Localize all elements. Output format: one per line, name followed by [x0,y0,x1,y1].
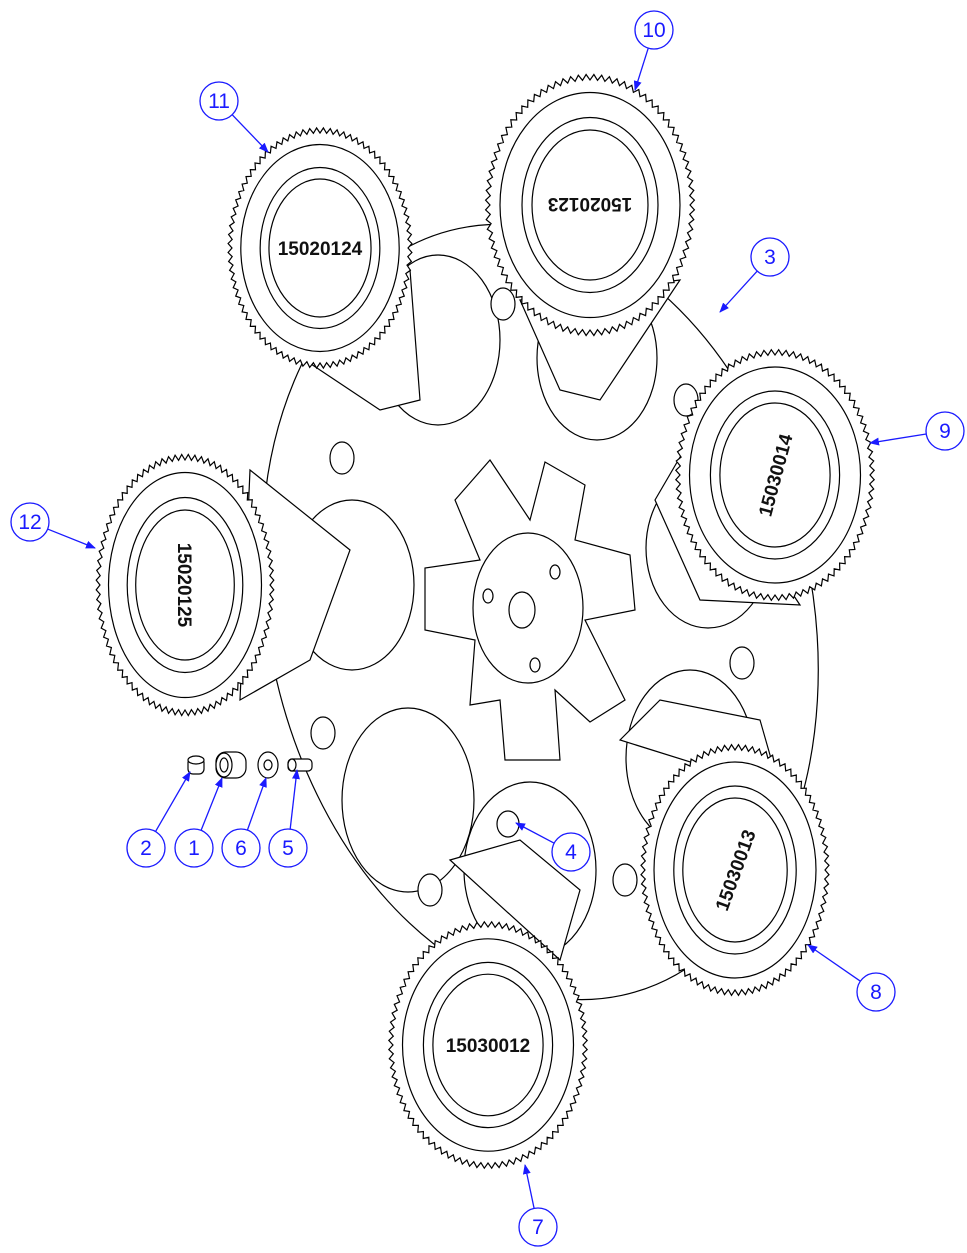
callout-circle [856,972,896,1012]
callout-circle [518,1207,558,1247]
callout-7-leader [522,1164,535,1209]
hub-screw [549,564,561,580]
gobo-lens [719,402,831,548]
callout-circle [268,828,308,868]
callout-number: 3 [764,246,776,269]
callout-9-leader [869,433,927,446]
plate-post [729,646,755,680]
callout-circle [634,10,674,50]
callout-number: 6 [235,837,247,860]
wheel-part-number: 15020123 [548,193,633,214]
callout-12-leader [47,528,96,549]
callout-circle [199,81,239,121]
wheel-top: 15020123 [484,73,696,401]
wheel-part-number: 15020125 [173,543,194,628]
callout-number: 4 [565,841,577,864]
callout-2-leader [154,771,191,832]
plate-post [417,873,443,907]
callout-6: 6 [221,828,261,868]
callout-5: 5 [268,828,308,868]
loose-parts [187,751,313,779]
center-hub [424,459,636,761]
wheel-left: 15020125 [95,453,351,717]
callout-1: 1 [174,828,214,868]
wheel-holder-tab [448,839,581,962]
spacer-sleeve-part [215,751,247,779]
callout-7: 7 [518,1207,558,1247]
callout-10: 10 [634,10,674,50]
callout-circle [221,828,261,868]
gobo-lens [682,797,788,943]
callout-8-leader [807,944,861,982]
callout-3-leader [719,270,758,313]
gobo-lens [531,129,649,281]
callout-10-leader [633,47,649,91]
callout-1-leader [200,777,223,831]
callout-number: 1 [188,837,200,860]
callout-circle [925,411,965,451]
wheel-bottom: 15030012 [387,839,589,1170]
plate-post [310,716,336,750]
callout-circle [126,828,166,868]
hub-screw [482,588,494,604]
wheel-part-number: 15020124 [278,239,363,260]
callout-4-leader [515,822,555,844]
callout-number: 10 [642,19,665,42]
callout-circle [10,502,50,542]
callout-5-leader [289,769,300,830]
wheel-right: 15030014 [654,348,876,606]
hub-screw [529,657,541,673]
callout-11-leader [231,114,269,153]
hub-center-hole [508,591,536,629]
callout-3: 3 [750,237,790,277]
callout-leaders [47,47,927,1209]
callout-2: 2 [126,828,166,868]
plate-post [490,287,516,321]
callout-number: 12 [18,511,41,534]
gobo-lens [268,178,372,318]
plate-post [612,863,638,897]
callout-number: 5 [282,837,294,860]
callout-number: 9 [939,420,951,443]
callout-6-leader [246,777,267,831]
plate-post [329,441,355,475]
wheel-upper-left: 15020124 [227,126,421,411]
callout-circle [551,832,591,872]
plate-opening [341,707,475,893]
end-cap-part [187,755,205,775]
wheel-lower-right: 15030013 [618,699,830,997]
callout-circle [750,237,790,277]
gobo-lens [432,973,544,1117]
gobo-wheels: 15020123 15020124 15030014 15020125 15030013… [95,73,876,1170]
callout-8: 8 [856,972,896,1012]
callout-12: 12 [10,502,50,542]
callout-number: 7 [532,1216,544,1239]
screw-part [287,758,313,772]
callout-11: 11 [199,81,239,121]
washer-part [257,751,279,779]
callout-number: 2 [140,837,152,860]
gobo-lens [135,509,235,661]
callout-number: 8 [870,981,882,1004]
plate-post [496,810,520,838]
callout-number: 11 [208,90,230,113]
wheel-part-number: 15030012 [446,1036,531,1057]
callout-4: 4 [551,832,591,872]
callout-9: 9 [925,411,965,451]
callout-circle [174,828,214,868]
